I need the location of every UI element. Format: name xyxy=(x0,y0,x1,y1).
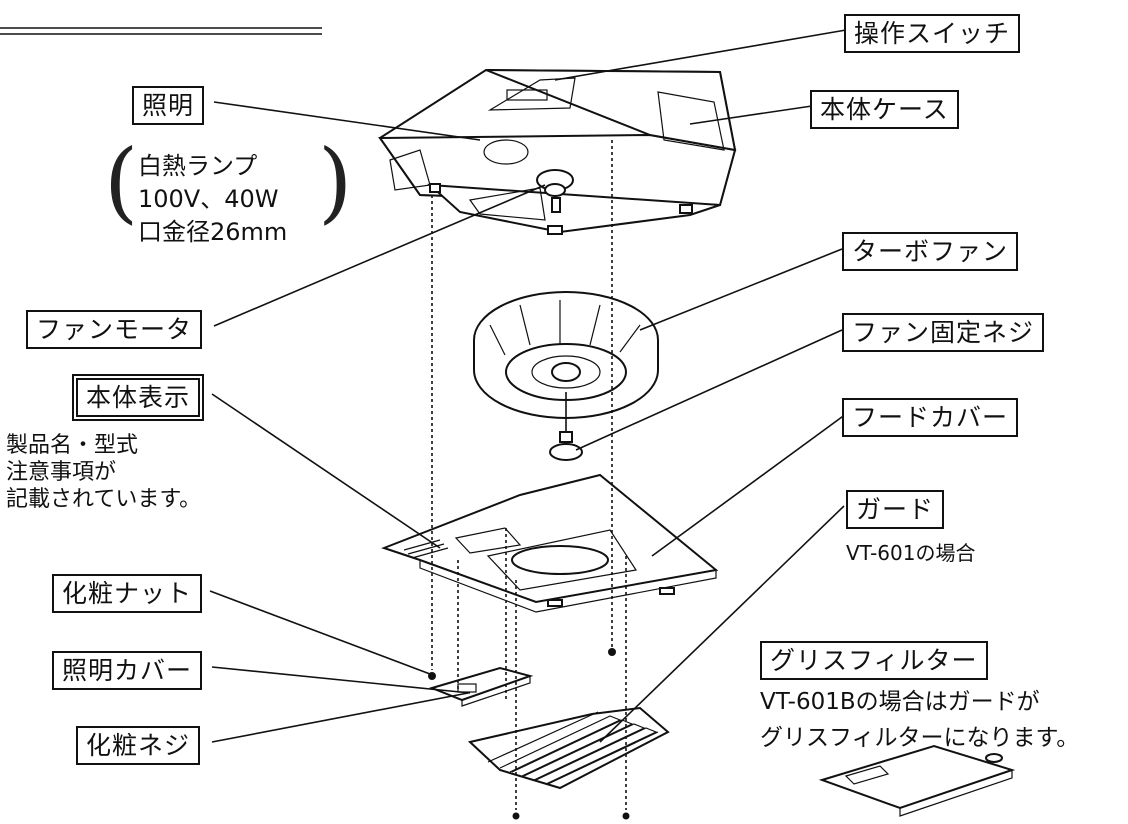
label-guard: ガード xyxy=(846,490,945,529)
hood-cover-part xyxy=(381,473,719,613)
guard-part xyxy=(467,706,670,790)
label-lighting: 照明 xyxy=(132,86,205,125)
lamp-note-line-2: 100V、40W xyxy=(138,185,279,213)
main-body-case xyxy=(378,68,737,235)
label-grease-filter: グリスフィルター xyxy=(760,641,988,680)
label-operation-switch: 操作スイッチ xyxy=(844,14,1021,53)
label-fan-fixing-screw: ファン固定ネジ xyxy=(842,313,1045,352)
lamp-note-line-1: 白熱ランプ xyxy=(138,152,258,180)
label-lighting-cover: 照明カバー xyxy=(52,651,203,690)
label-main-display: 本体表示 xyxy=(76,378,201,417)
left-parenthesis: ( xyxy=(104,130,139,233)
label-decorative-nut: 化粧ナット xyxy=(52,574,203,613)
filter-model-note-line-2: グリスフィルターになります。 xyxy=(760,725,1080,751)
right-parenthesis: ) xyxy=(318,130,353,233)
display-note-line-3: 記載されています。 xyxy=(6,487,202,512)
display-note: 製品名・型式 注意事項が 記載されています。 xyxy=(6,432,201,513)
display-note-line-1: 製品名・型式 xyxy=(6,433,139,458)
display-note-line-2: 注意事項が xyxy=(6,460,117,485)
lamp-note-line-3: 口金径26mm xyxy=(138,218,288,246)
filter-model-note-line-1: VT-601Bの場合はガードが xyxy=(760,689,1040,715)
leader-lines xyxy=(209,29,847,743)
label-hood-cover: フードカバー xyxy=(842,398,1019,437)
label-main-case: 本体ケース xyxy=(810,90,959,129)
filter-model-note: VT-601Bの場合はガードが グリスフィルターになります。 xyxy=(760,684,1079,756)
label-turbo-fan: ターボファン xyxy=(842,232,1019,271)
label-decorative-screw: 化粧ネジ xyxy=(76,726,201,765)
label-fan-motor: ファンモータ xyxy=(26,310,203,349)
grease-filter-part xyxy=(818,744,1016,817)
lamp-note: 白熱ランプ 100V、40W 口金径26mm xyxy=(138,150,287,249)
guard-model-note: VT-601の場合 xyxy=(846,541,976,565)
fan-fixing-screw-part xyxy=(549,392,583,461)
